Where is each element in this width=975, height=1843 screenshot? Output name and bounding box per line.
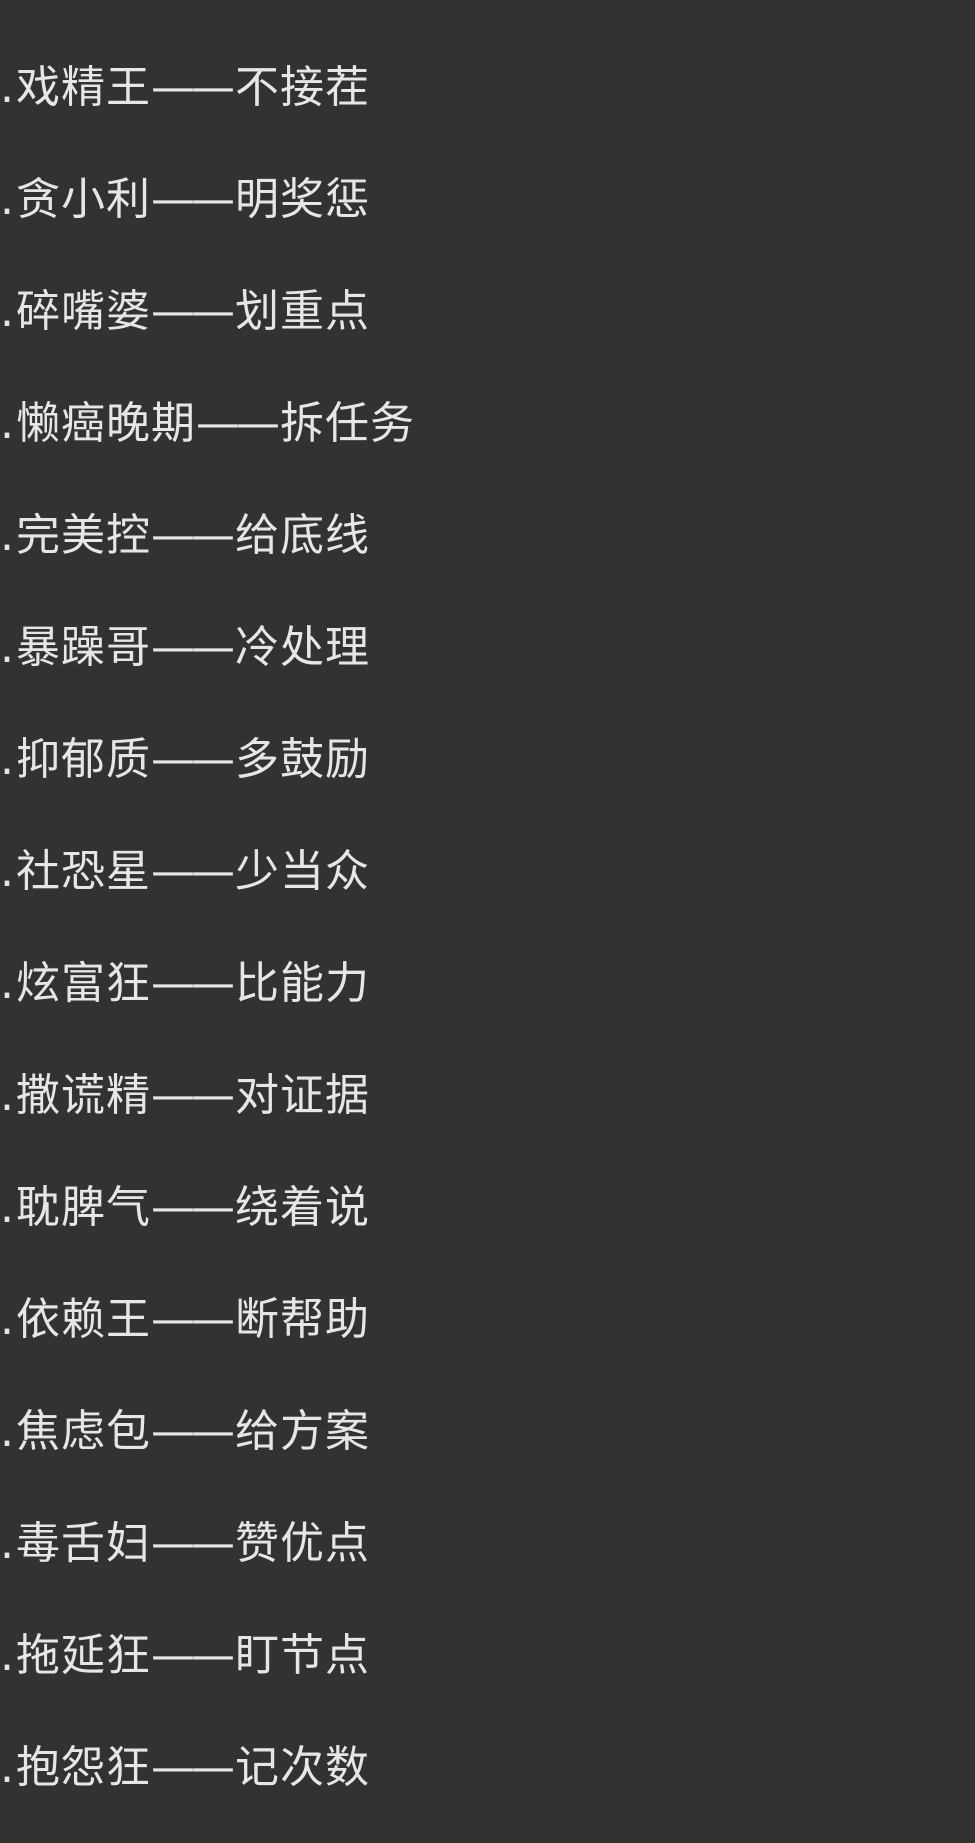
item-type: 毒舌妇 [16,1518,151,1569]
list-item: .社恐星——少当众 [0,842,370,902]
item-type: 贪小利 [16,174,151,225]
item-tip: 绕着说 [235,1182,370,1233]
list-item: .碎嘴婆——划重点 [0,282,370,342]
item-tip: 盯节点 [235,1630,370,1681]
item-separator: —— [151,1294,235,1345]
list-item: .暴躁哥——冷处理 [0,618,370,678]
list-marker: . [0,174,15,225]
item-separator: —— [151,958,235,1009]
item-type: 拖延狂 [16,1630,151,1681]
list-item: .依赖王——断帮助 [0,1290,370,1350]
list-item: .贪小利——明奖惩 [0,170,370,230]
list-marker: . [0,62,15,113]
item-type: 戏精王 [16,62,151,113]
item-separator: —— [151,174,235,225]
list-marker: . [0,286,15,337]
item-tip: 不接茬 [235,62,370,113]
list-item: .焦虑包——给方案 [0,1402,370,1462]
list-marker: . [0,1182,15,1233]
item-tip: 赞优点 [235,1518,370,1569]
item-tip: 比能力 [235,958,370,1009]
item-tip: 少当众 [235,846,370,897]
item-tip: 多鼓励 [235,734,370,785]
item-separator: —— [151,62,235,113]
item-separator: —— [151,1518,235,1569]
item-separator: —— [151,846,235,897]
item-type: 耽脾气 [16,1182,151,1233]
item-tip: 明奖惩 [235,174,370,225]
list-item: .完美控——给底线 [0,506,370,566]
item-type: 社恐星 [16,846,151,897]
list-marker: . [0,398,15,449]
item-type: 碎嘴婆 [16,286,151,337]
list-marker: . [0,1630,15,1681]
list-item: .懒癌晚期——拆任务 [0,394,415,454]
list-item: .炫富狂——比能力 [0,954,370,1014]
list-marker: . [0,510,15,561]
item-type: 抑郁质 [16,734,151,785]
item-type: 焦虑包 [16,1406,151,1457]
item-tip: 对证据 [235,1070,370,1121]
list-item: .拖延狂——盯节点 [0,1626,370,1686]
list-item: .撒谎精——对证据 [0,1066,370,1126]
item-type: 完美控 [16,510,151,561]
list-item: .戏精王——不接茬 [0,58,370,118]
item-type: 抱怨狂 [16,1742,151,1793]
list-marker: . [0,1406,15,1457]
list-item: .抑郁质——多鼓励 [0,730,370,790]
list-marker: . [0,622,15,673]
list-marker: . [0,846,15,897]
item-tip: 冷处理 [235,622,370,673]
list-marker: . [0,1294,15,1345]
item-separator: —— [151,1630,235,1681]
item-tip: 断帮助 [235,1294,370,1345]
item-type: 懒癌晚期 [16,398,196,449]
list-marker: . [0,958,15,1009]
item-tip: 记次数 [235,1742,370,1793]
item-separator: —— [151,734,235,785]
list-item: .耽脾气——绕着说 [0,1178,370,1238]
item-separator: —— [151,510,235,561]
list-marker: . [0,1742,15,1793]
item-tip: 拆任务 [280,398,415,449]
item-separator: —— [151,1742,235,1793]
item-separator: —— [196,398,280,449]
list-marker: . [0,1518,15,1569]
list-item: .毒舌妇——赞优点 [0,1514,370,1574]
item-tip: 划重点 [235,286,370,337]
item-separator: —— [151,1070,235,1121]
item-separator: —— [151,1182,235,1233]
item-separator: —— [151,1406,235,1457]
item-type: 撒谎精 [16,1070,151,1121]
list-marker: . [0,1070,15,1121]
item-separator: —— [151,622,235,673]
item-type: 炫富狂 [16,958,151,1009]
item-type: 依赖王 [16,1294,151,1345]
item-type: 暴躁哥 [16,622,151,673]
item-tip: 给方案 [235,1406,370,1457]
item-tip: 给底线 [235,510,370,561]
list-item: .抱怨狂——记次数 [0,1738,370,1798]
list-marker: . [0,734,15,785]
item-separator: —— [151,286,235,337]
